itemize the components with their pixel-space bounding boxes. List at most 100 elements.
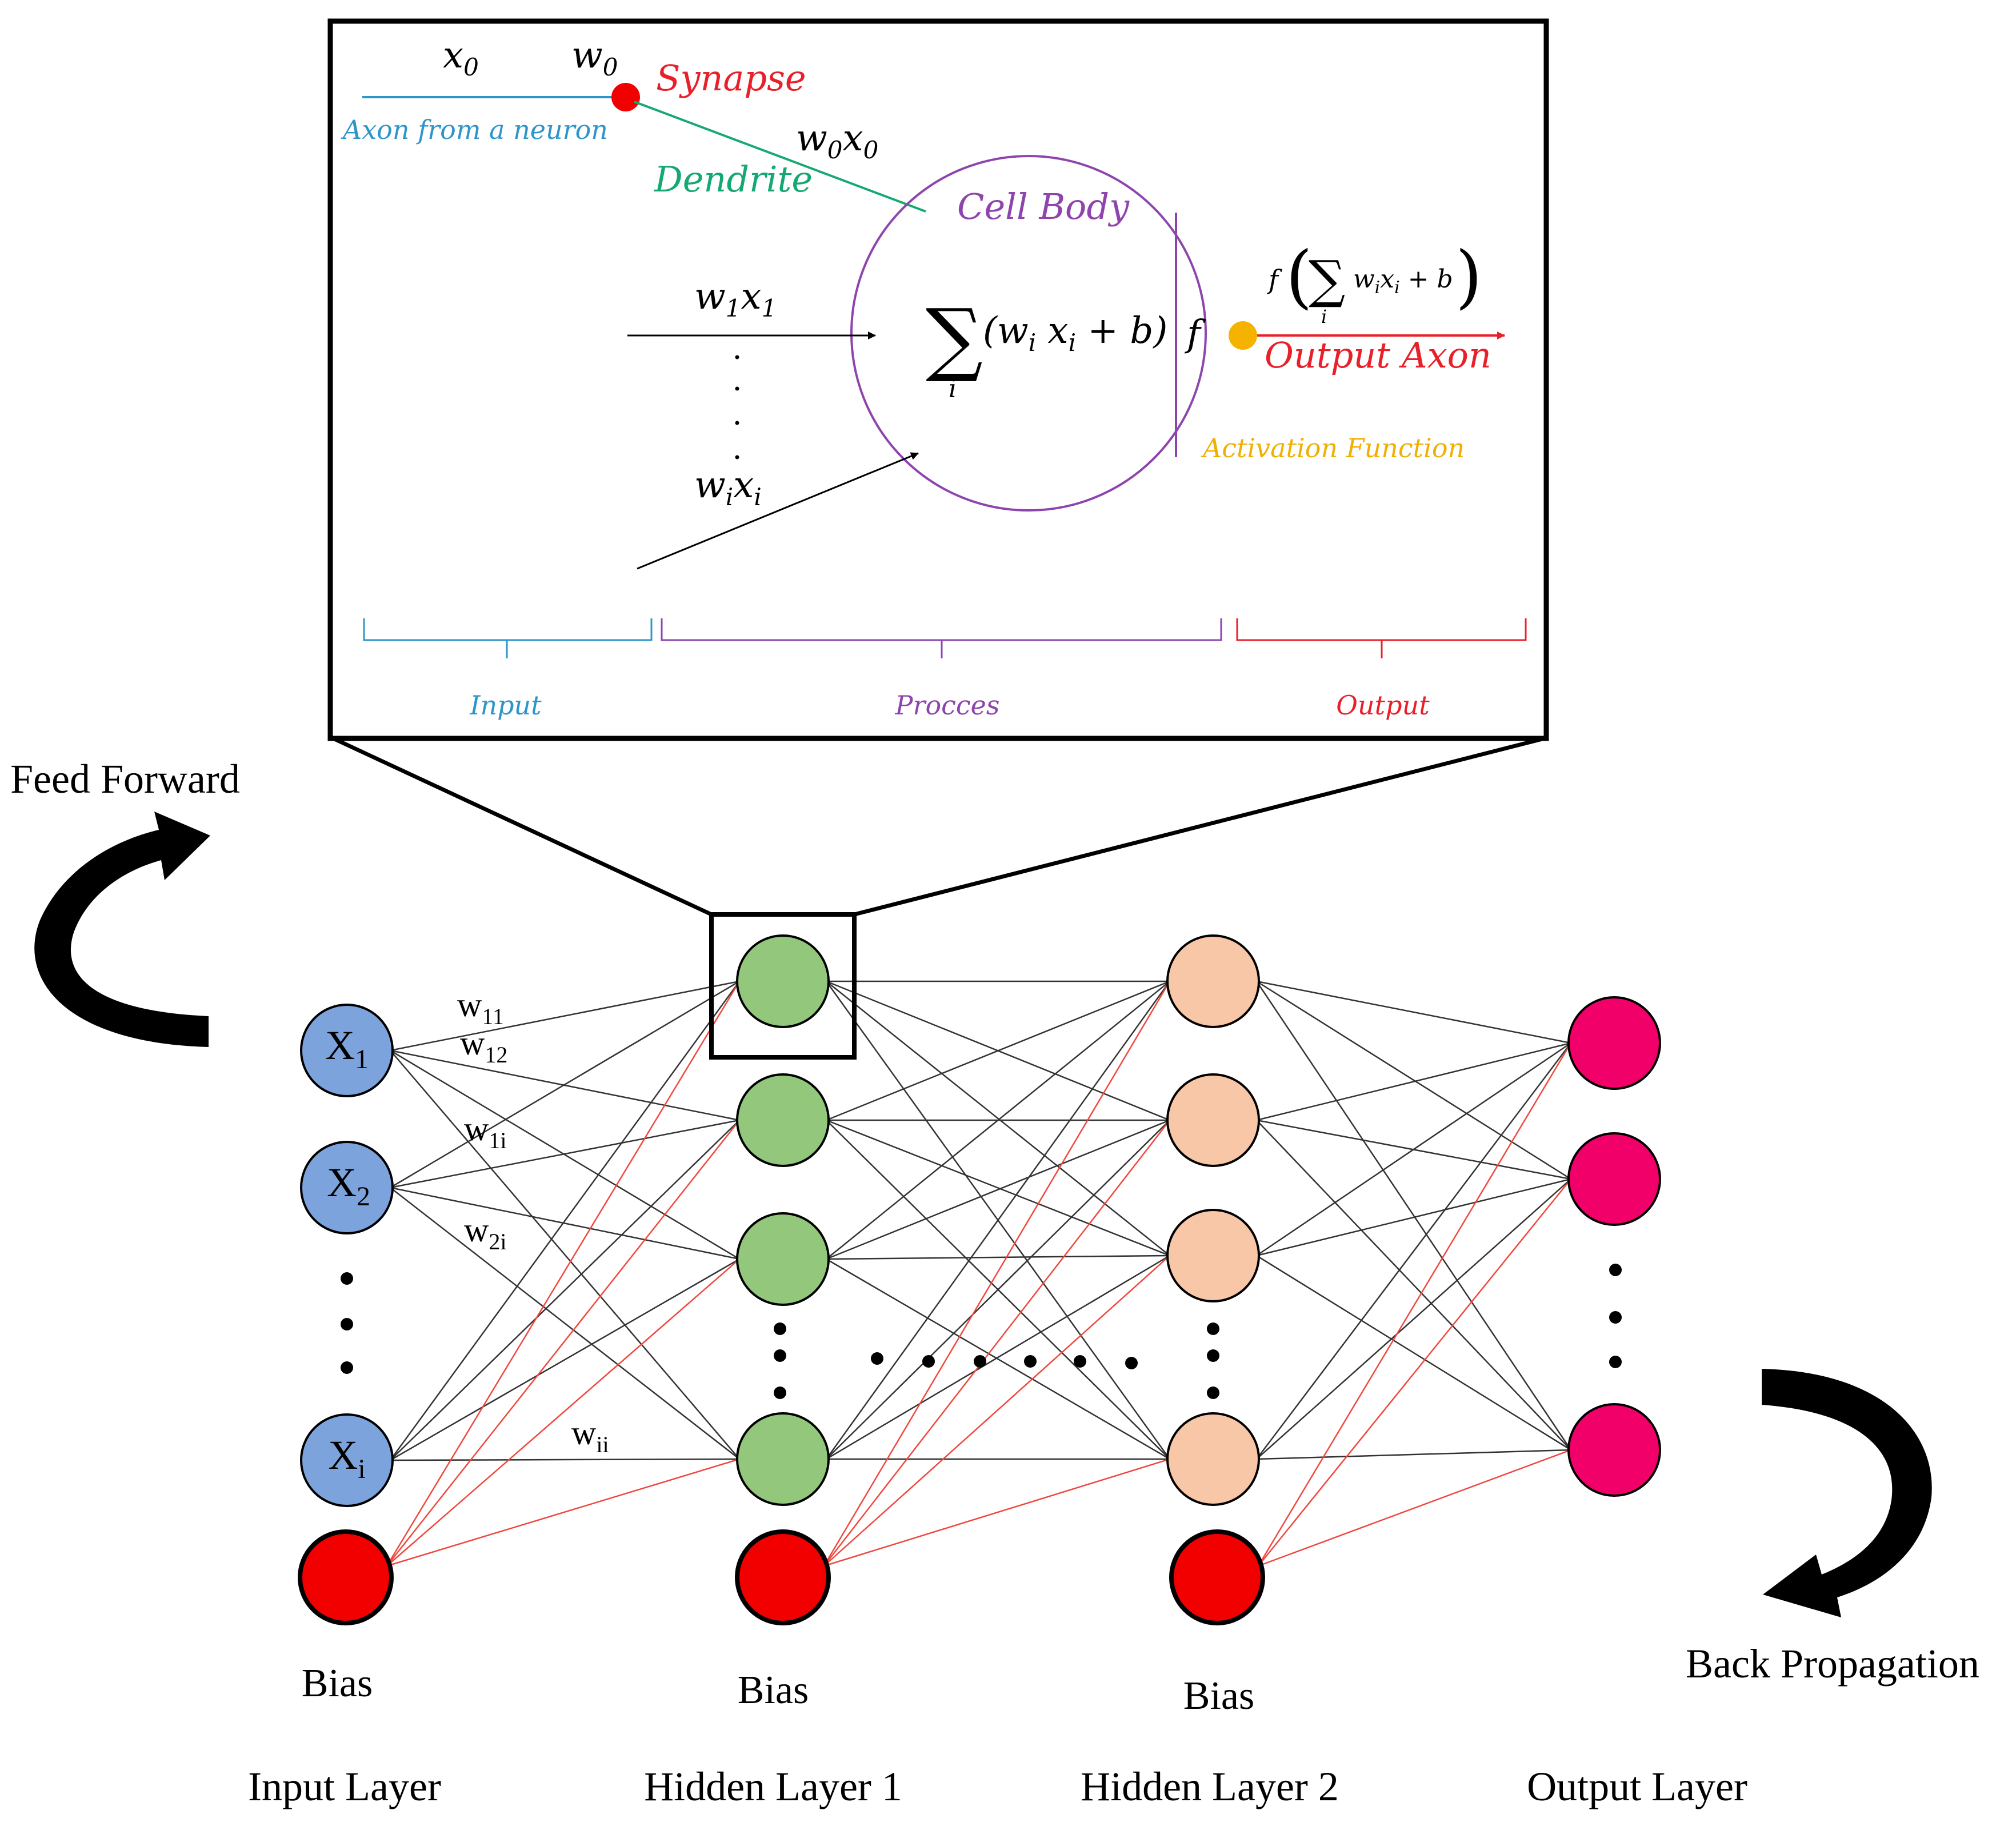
edge-l0-2-1 xyxy=(390,1120,740,1461)
detail-frame xyxy=(327,18,1549,741)
weight-label-w2i: w2i xyxy=(464,1211,506,1254)
edge-l0-1-2 xyxy=(390,1186,740,1260)
edge-l0-0-1 xyxy=(390,1049,740,1121)
weight-label-wii: wii xyxy=(571,1414,609,1457)
edge-l2-1-0 xyxy=(1256,1042,1571,1121)
bias-label-hidden2: Bias xyxy=(1183,1674,1254,1718)
edge-l2-2-0 xyxy=(1256,1042,1571,1257)
feed-forward-arrow-icon xyxy=(34,812,210,1047)
output-brace xyxy=(1236,618,1527,658)
w0x0-label: w0x0 xyxy=(796,117,878,164)
hidden1-node-2 xyxy=(736,1073,830,1167)
brace-process-label: Procces xyxy=(895,690,1000,721)
output-node-1 xyxy=(1567,996,1661,1090)
dendrite-label: Dendrite xyxy=(654,158,813,200)
edge-l1-2-3 xyxy=(826,1258,1170,1460)
network-nodes xyxy=(298,934,1661,1625)
edge-l0-0-0 xyxy=(390,980,740,1052)
input-ellipsis xyxy=(735,355,739,460)
back-propagation-arrow-icon xyxy=(1762,1369,1932,1617)
layer-label-hidden1: Hidden Layer 1 xyxy=(644,1764,902,1809)
w1x1-label: w1x1 xyxy=(694,275,777,322)
brace-output-label: Output xyxy=(1336,690,1430,721)
edge-l2-3-1 xyxy=(1256,1178,1571,1460)
edge-l1-2-0 xyxy=(826,981,1170,1260)
w0-label: w0 xyxy=(571,34,618,81)
output-node-3 xyxy=(1567,1403,1661,1497)
weight-label-w1i: w1i xyxy=(464,1110,506,1153)
bias-node-3 xyxy=(1169,1529,1265,1625)
network-edges xyxy=(389,980,1572,1461)
bias-edge-2-2 xyxy=(1258,1449,1571,1567)
edge-l2-2-1 xyxy=(1256,1178,1571,1257)
edge-l2-0-0 xyxy=(1256,980,1571,1044)
wixi-input-line xyxy=(637,452,919,570)
edge-l1-1-2 xyxy=(826,1119,1170,1257)
bias-edge-1-0 xyxy=(823,981,1171,1567)
bias-edge-1-3 xyxy=(823,1458,1170,1567)
input-node-label-1: X1 xyxy=(325,1022,369,1074)
zoom-highlight-box xyxy=(709,912,857,1060)
output-formula-sum: ∑ xyxy=(1309,250,1345,310)
hidden1-node-3 xyxy=(736,1212,830,1306)
process-brace xyxy=(661,618,1222,658)
bias-edge-2-1 xyxy=(1258,1178,1571,1567)
hidden2-node-2 xyxy=(1166,1073,1260,1167)
wixi-label: wixi xyxy=(694,464,762,511)
edge-l0-2-2 xyxy=(390,1258,740,1461)
edge-l1-3-1 xyxy=(826,1120,1170,1460)
edge-l1-2-2 xyxy=(826,1254,1170,1260)
sum-index: i xyxy=(949,374,957,403)
edge-l0-0-3 xyxy=(390,1050,740,1460)
zoom-connector-right xyxy=(854,736,1545,917)
bias-node-2 xyxy=(735,1529,831,1625)
back-propagation-label: Back Propagation xyxy=(1686,1641,1979,1687)
weight-label-w11: w11 xyxy=(457,986,504,1029)
output-formula-paren-close: ) xyxy=(1455,237,1482,317)
output-formula-body: wixi + b xyxy=(1353,265,1453,298)
edge-l1-1-0 xyxy=(826,980,1170,1121)
bias-edge-0-0 xyxy=(386,981,741,1567)
edge-l2-3-0 xyxy=(1256,1042,1571,1460)
cell-body-circle xyxy=(850,155,1207,512)
edge-l0-1-3 xyxy=(390,1187,740,1460)
bias-edge-2-0 xyxy=(1257,1042,1572,1567)
layer-label-input: Input Layer xyxy=(248,1764,441,1809)
synapse-label: Synapse xyxy=(656,57,806,99)
hidden2-node-4 xyxy=(1166,1412,1260,1506)
input-node-1 xyxy=(300,1004,394,1097)
brace-input-label: Input xyxy=(469,690,542,721)
bias-label-hidden1: Bias xyxy=(738,1668,809,1712)
edge-l0-0-2 xyxy=(390,1049,740,1260)
feed-forward-label: Feed Forward xyxy=(10,756,240,802)
output-formula-paren-open: ( xyxy=(1286,237,1313,317)
edge-l1-0-2 xyxy=(826,981,1170,1256)
bias-edge-1-1 xyxy=(823,1120,1170,1567)
input-node-3 xyxy=(300,1413,394,1507)
output-node-2 xyxy=(1567,1132,1661,1226)
layer-label-hidden2: Hidden Layer 2 xyxy=(1081,1764,1339,1809)
dendrite-line xyxy=(634,101,926,213)
layer-label-output: Output Layer xyxy=(1527,1764,1747,1809)
activation-function-label: Activation Function xyxy=(1201,433,1465,464)
x0-label: x0 xyxy=(443,34,479,81)
hidden2-node-1 xyxy=(1166,934,1260,1028)
edge-l2-0-2 xyxy=(1255,981,1572,1451)
input-node-label-2: X2 xyxy=(327,1160,370,1212)
bias-node-1 xyxy=(298,1529,394,1625)
edge-l0-2-3 xyxy=(390,1458,740,1461)
edge-l1-3-2 xyxy=(826,1254,1170,1460)
input-node-2 xyxy=(300,1141,394,1234)
output-formula-index: i xyxy=(1321,306,1327,327)
edge-l0-2-0 xyxy=(389,981,741,1461)
input-node-label-i: Xi xyxy=(328,1432,365,1484)
sum-symbol: ∑ xyxy=(926,292,983,385)
edge-l2-2-2 xyxy=(1256,1254,1571,1451)
axon-from-neuron-label: Axon from a neuron xyxy=(341,114,608,145)
edge-l1-2-1 xyxy=(826,1119,1170,1260)
hidden2-node-3 xyxy=(1166,1209,1260,1302)
bias-edges xyxy=(386,981,1572,1567)
bias-label-input: Bias xyxy=(302,1661,373,1705)
edge-l1-3-0 xyxy=(825,981,1171,1460)
